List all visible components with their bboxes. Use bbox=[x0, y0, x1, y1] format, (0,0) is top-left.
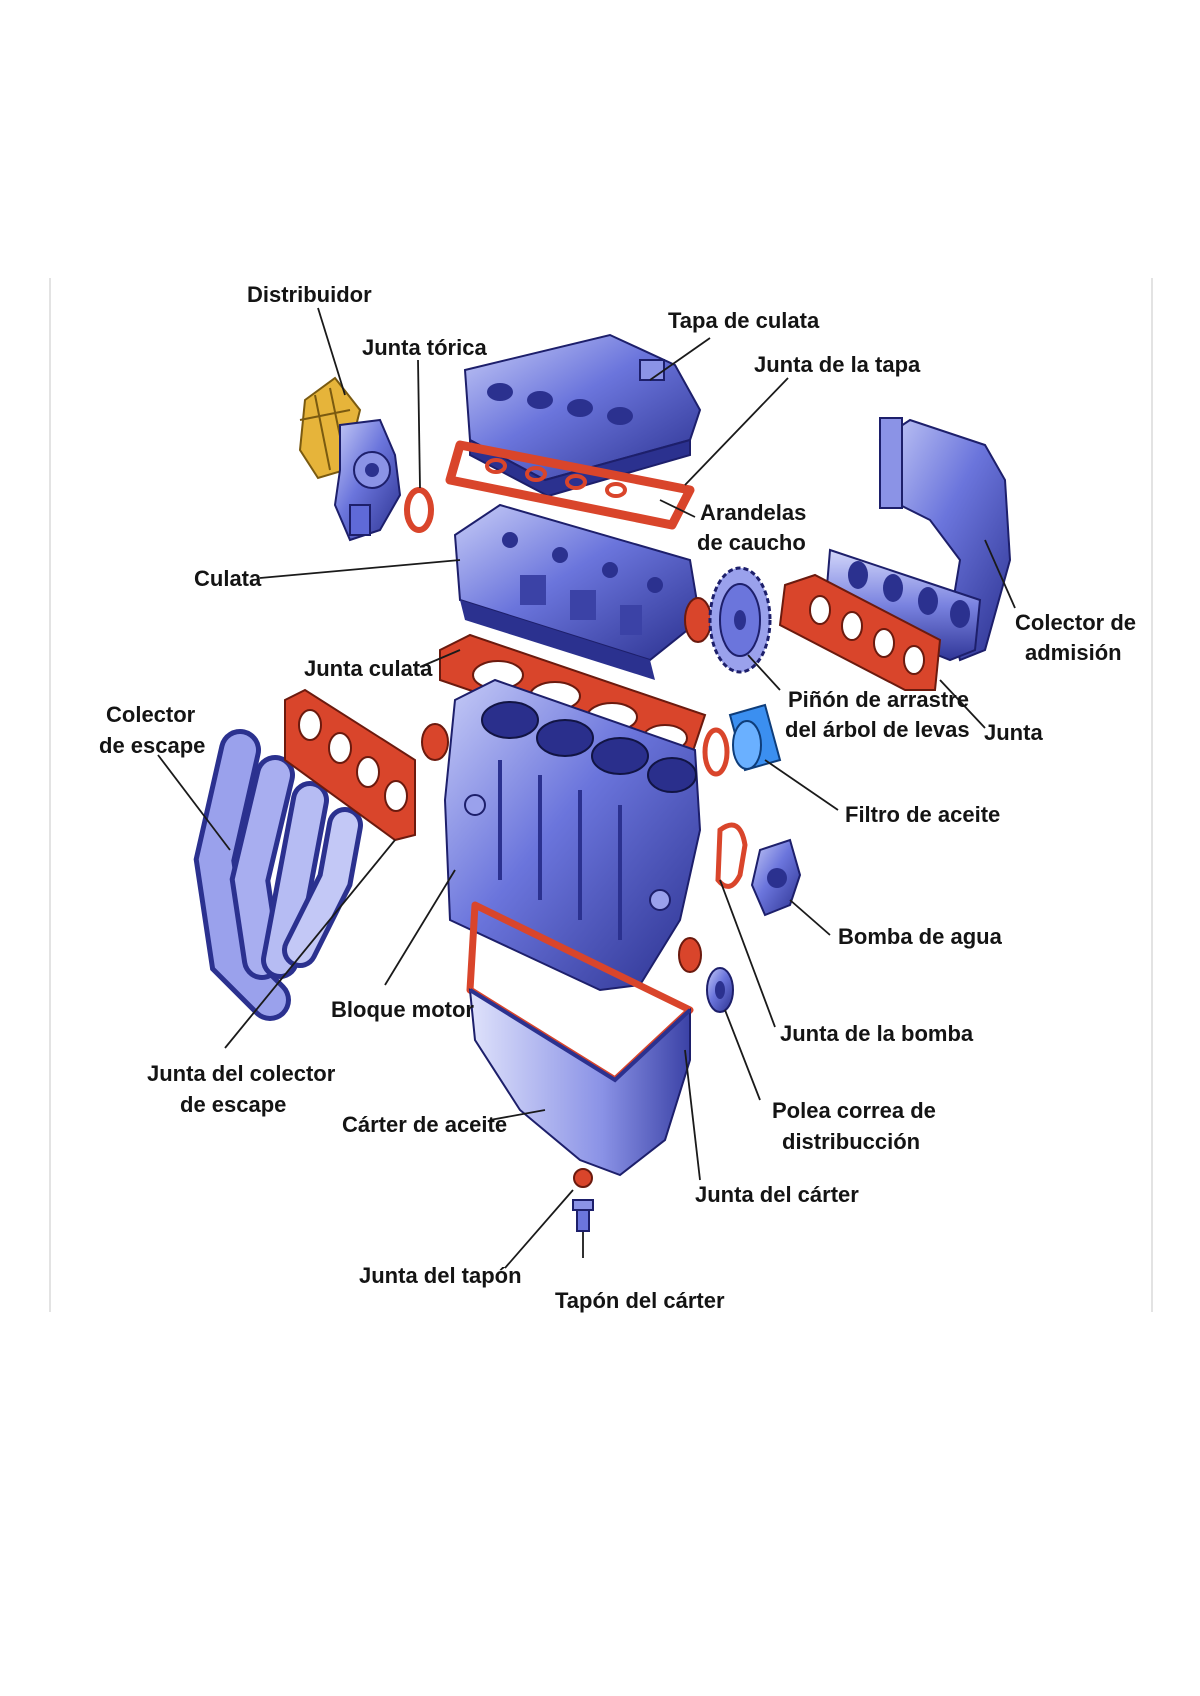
label-culata: Culata bbox=[194, 566, 262, 591]
drain-plug-gasket-part bbox=[573, 1168, 593, 1188]
cam-sprocket-part bbox=[708, 566, 772, 674]
label-colector-escape-1: Colector bbox=[106, 702, 196, 727]
intake-manifold-part bbox=[823, 417, 1012, 662]
label-colector-escape-2: de escape bbox=[99, 733, 205, 758]
label-polea-2: distribucción bbox=[782, 1129, 920, 1154]
cylinder-head-part bbox=[453, 503, 702, 680]
label-carter-aceite: Cárter de aceite bbox=[342, 1112, 507, 1137]
label-tapon-carter: Tapón del cárter bbox=[555, 1288, 725, 1313]
label-junta-bomba: Junta de la bomba bbox=[780, 1021, 974, 1046]
label-arandelas-1: Arandelas bbox=[700, 500, 806, 525]
label-bomba-agua: Bomba de agua bbox=[838, 924, 1003, 949]
label-colector-admision-2: admisión bbox=[1025, 640, 1122, 665]
label-junta-culata: Junta culata bbox=[304, 656, 433, 681]
label-bloque-motor: Bloque motor bbox=[331, 997, 474, 1022]
leader-lines bbox=[157, 307, 1016, 1269]
water-pump-part bbox=[750, 838, 802, 917]
label-distribuidor: Distribuidor bbox=[247, 282, 372, 307]
label-arandelas-2: de caucho bbox=[697, 530, 806, 555]
valve-cover-gasket-part bbox=[445, 440, 695, 530]
distributor-part bbox=[298, 376, 402, 542]
oil-filter-gasket-part bbox=[702, 727, 730, 777]
exhaust-gasket-part bbox=[284, 688, 416, 842]
pulley-seal-part bbox=[678, 937, 702, 973]
exhaust-manifold-part bbox=[193, 729, 363, 1021]
label-junta-tapon: Junta del tapón bbox=[359, 1263, 522, 1288]
water-pump-gasket-part bbox=[715, 822, 748, 889]
drain-plug-part bbox=[572, 1199, 594, 1232]
label-pinon-1: Piñón de arrastre bbox=[788, 687, 969, 712]
engine-block-part bbox=[443, 678, 702, 992]
label-junta-colector-escape-2: de escape bbox=[180, 1092, 286, 1117]
label-colector-admision-1: Colector de bbox=[1015, 610, 1136, 635]
block-seal-part bbox=[421, 723, 449, 761]
label-junta-torica: Junta tórica bbox=[362, 335, 487, 360]
camshaft-seal-part bbox=[684, 597, 712, 643]
intake-gasket-part bbox=[778, 573, 942, 691]
label-tapa-culata: Tapa de culata bbox=[668, 308, 820, 333]
label-polea-1: Polea correa de bbox=[772, 1098, 936, 1123]
label-junta: Junta bbox=[984, 720, 1043, 745]
label-junta-carter: Junta del cárter bbox=[695, 1182, 859, 1207]
timing-pulley-part bbox=[706, 967, 734, 1013]
label-filtro-aceite: Filtro de aceite bbox=[845, 802, 1000, 827]
oil-pan-part bbox=[468, 988, 692, 1177]
o-ring-part bbox=[404, 487, 434, 533]
rubber-washers-part bbox=[485, 458, 627, 498]
label-pinon-2: del árbol de levas bbox=[785, 717, 970, 742]
valve-cover-part bbox=[463, 333, 702, 498]
label-junta-tapa: Junta de la tapa bbox=[754, 352, 921, 377]
label-junta-colector-escape-1: Junta del colector bbox=[147, 1061, 336, 1086]
oil-filter-part bbox=[728, 703, 782, 772]
